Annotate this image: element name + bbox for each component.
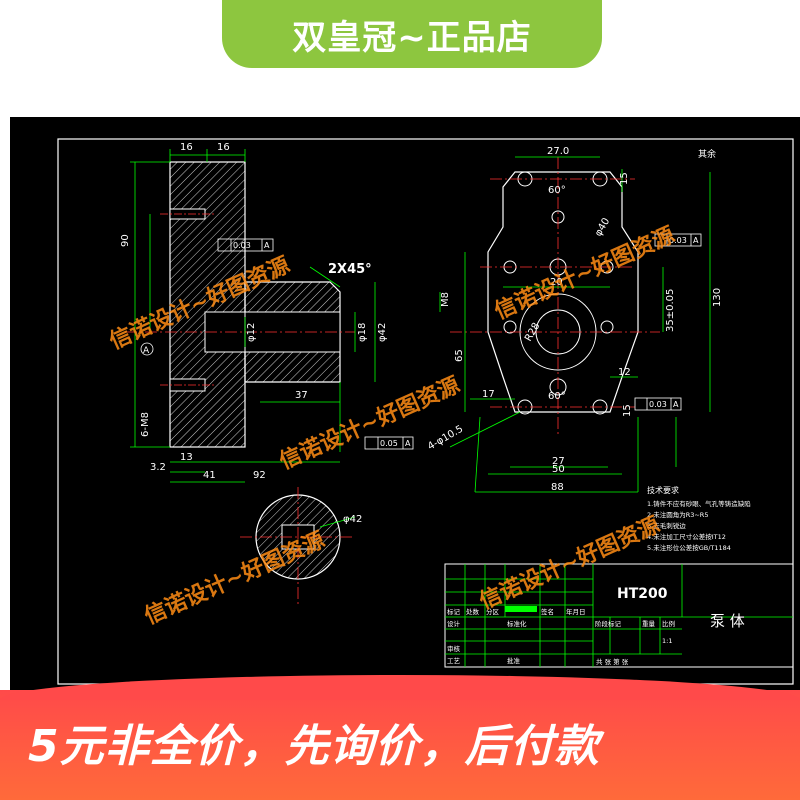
dim-20: 20 xyxy=(550,277,563,288)
dim-37: 37 xyxy=(295,390,308,401)
dim-r40: φ40 xyxy=(593,216,612,238)
note-line: 3.去毛刺锐边 xyxy=(647,521,686,530)
row-label: 标记 xyxy=(447,607,461,616)
dim-130: 130 xyxy=(712,288,723,307)
dim-holes: 4-φ10.5 xyxy=(426,424,465,453)
technical-notes: 技术要求 1.铸件不应有砂眼、气孔等铸造缺陷 2.未注圆角为R3~R5 3.去毛… xyxy=(647,485,751,552)
scale-value: 1:1 xyxy=(662,637,672,645)
dim-12: 12 xyxy=(618,367,631,378)
dim-section-phi42: φ42 xyxy=(343,514,362,525)
note-line: 1.铸件不应有砂眼、气孔等铸造缺陷 xyxy=(647,499,751,508)
row-label: 处数 xyxy=(466,607,480,616)
dim-17: 17 xyxy=(482,389,495,400)
left-label: 审核 xyxy=(447,644,461,653)
dim-88: 88 xyxy=(551,482,564,493)
row-label: 年月日 xyxy=(566,607,586,616)
dim-phi42: φ42 xyxy=(377,323,388,342)
row-label: 分区 xyxy=(486,607,500,616)
dim-60b: 60° xyxy=(548,391,566,402)
mid-label: 标准化 xyxy=(507,619,527,628)
bottom-banner-text: 5元非全价，先询价，后付款 xyxy=(28,721,600,772)
dim-16b: 16 xyxy=(217,142,230,153)
mid-label: 批准 xyxy=(507,656,521,665)
circular-section-view: φ42 xyxy=(240,487,362,605)
dim-m8-right: M8 xyxy=(440,292,451,307)
dim-35: 35±0.05 xyxy=(665,289,676,332)
dim-16a: 16 xyxy=(180,142,193,153)
left-section-view: 16 16 90 2X45° φ18 φ42 37 13 41 92 6-M8 … xyxy=(120,142,414,483)
note-line: 5.未注形位公差按GB/T1184 xyxy=(647,543,731,552)
dim-13: 13 xyxy=(180,452,193,463)
tol-1-ref: A xyxy=(264,241,270,250)
tol-4-ref: A xyxy=(673,400,679,409)
title-block: HT200 泵 体 标记 处数 分区 签名 年月日 设计 审核 工艺 标准化 批… xyxy=(444,563,794,668)
dim-15a: 15 xyxy=(619,172,630,185)
stage-label: 重量 xyxy=(642,620,656,628)
dim-phi18: φ18 xyxy=(357,323,368,342)
dim-phi12: φ12 xyxy=(246,323,257,342)
tol-2: 0.05 xyxy=(380,439,398,448)
tol-1: 0.03 xyxy=(233,241,251,250)
datum-a: A xyxy=(143,346,150,356)
tol-4: 0.03 xyxy=(649,400,667,409)
left-label: 设计 xyxy=(447,619,461,628)
dim-m8: 6-M8 xyxy=(140,412,151,437)
roughness-left: 3.2 xyxy=(150,462,166,473)
tol-2-ref: A xyxy=(405,439,411,448)
right-front-view: 27.0 60° 15 20 35±0.05 130 65 17 12 60° … xyxy=(426,146,723,493)
dim-15b: 15 xyxy=(622,404,633,417)
dim-27-0: 27.0 xyxy=(547,146,569,157)
dim-65: 65 xyxy=(454,349,465,362)
roughness-mark: 其余 xyxy=(698,148,716,160)
notes-title: 技术要求 xyxy=(647,485,679,495)
part-name: 泵 体 xyxy=(710,612,745,630)
dim-27: 27 xyxy=(552,456,565,467)
cad-canvas: 16 16 90 2X45° φ18 φ42 37 13 41 92 6-M8 … xyxy=(57,138,794,685)
dim-90: 90 xyxy=(120,234,131,247)
stage-label: 比例 xyxy=(662,619,675,628)
sheet-label: 共 张 第 张 xyxy=(596,657,629,666)
dim-60a: 60° xyxy=(548,185,566,196)
bottom-banner: 5元非全价，先询价，后付款 xyxy=(0,675,800,800)
material-label: HT200 xyxy=(617,586,668,602)
stage-label: 阶段标记 xyxy=(595,619,622,628)
tol-3: 0.03 xyxy=(669,236,687,245)
top-banner: 双皇冠~正品店 xyxy=(222,0,602,68)
dim-92: 92 xyxy=(253,470,266,481)
note-line: 2.未注圆角为R3~R5 xyxy=(647,510,708,519)
left-label: 工艺 xyxy=(447,657,461,665)
dim-chamfer: 2X45° xyxy=(328,262,372,277)
dim-41: 41 xyxy=(203,470,216,481)
note-line: 4.未注加工尺寸公差按IT12 xyxy=(647,532,726,541)
top-banner-text: 双皇冠~正品店 xyxy=(292,17,532,58)
tol-3-ref: A xyxy=(693,236,699,245)
cad-drawing: 16 16 90 2X45° φ18 φ42 37 13 41 92 6-M8 … xyxy=(10,117,800,690)
dim-50: 50 xyxy=(552,464,565,475)
row-label: 签名 xyxy=(541,607,554,616)
